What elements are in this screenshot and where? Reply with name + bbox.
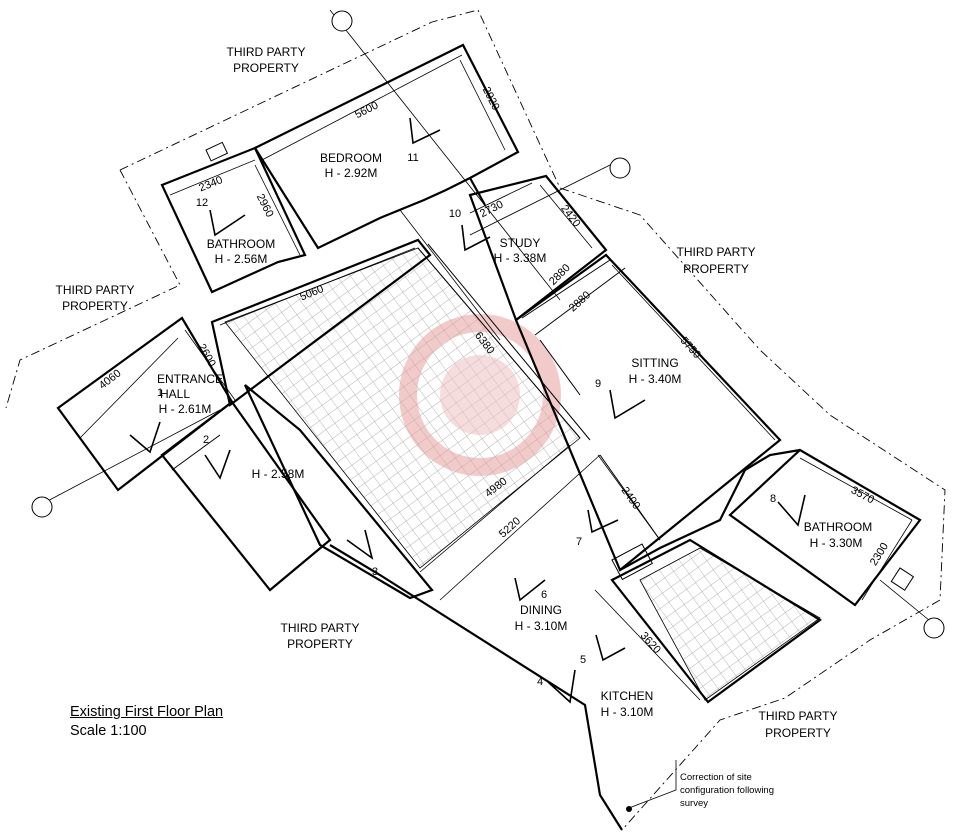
room-height: H - 2.61M: [159, 402, 212, 416]
room-height: H - 3.10M: [515, 619, 568, 633]
svg-text:2920: 2920: [480, 85, 502, 112]
svg-text:2600: 2600: [195, 342, 218, 369]
room-name: ENTRANCE: [157, 372, 223, 386]
plan-title: Existing First Floor Plan: [70, 704, 224, 720]
svg-text:PROPERTY: PROPERTY: [62, 299, 128, 313]
svg-text:PROPERTY: PROPERTY: [287, 637, 353, 651]
room-number: 6: [541, 589, 547, 601]
room-name: BATHROOM: [804, 520, 872, 534]
marker-number: 5: [580, 654, 586, 666]
room-number: 10: [449, 208, 461, 220]
view-arrows: [129, 117, 806, 704]
svg-text:PROPERTY: PROPERTY: [233, 61, 299, 75]
room-labels: BEDROOM H - 2.92M 11 BATHROOM H - 2.56M …: [157, 151, 872, 719]
room-name-2: HALL: [160, 387, 190, 401]
room-name: DINING: [520, 603, 562, 617]
svg-text:2960: 2960: [254, 192, 276, 219]
room-height: H - 2.56M: [215, 252, 268, 266]
svg-text:2880: 2880: [547, 262, 573, 288]
svg-text:2400: 2400: [619, 485, 643, 512]
svg-text:THIRD PARTY: THIRD PARTY: [227, 45, 306, 59]
room-name: SITTING: [631, 356, 678, 370]
room-name: BEDROOM: [320, 151, 382, 165]
room-name: STUDY: [500, 236, 541, 250]
svg-text:PROPERTY: PROPERTY: [683, 262, 749, 276]
svg-text:THIRD PARTY: THIRD PARTY: [281, 621, 360, 635]
room-number: 4: [537, 676, 543, 688]
marker-number: 7: [576, 536, 582, 548]
room-height: H - 3.40M: [629, 372, 682, 386]
room-height: H - 2.58M: [252, 467, 305, 481]
svg-text:2880: 2880: [567, 289, 593, 314]
svg-text:THIRD PARTY: THIRD PARTY: [56, 283, 135, 297]
room-number: 2: [203, 434, 209, 446]
room-height: H - 3.10M: [601, 705, 654, 719]
svg-text:PROPERTY: PROPERTY: [765, 726, 831, 740]
svg-text:Correction of site: Correction of site: [680, 772, 752, 783]
dimension-lines: [39, 9, 936, 701]
room-number: 12: [196, 197, 208, 209]
walls: [56, 43, 922, 831]
room-name: BATHROOM: [207, 237, 275, 251]
room-number: 11: [407, 152, 418, 164]
site-boundary-west: [5, 169, 181, 409]
svg-text:THIRD PARTY: THIRD PARTY: [677, 245, 756, 259]
marker-number: 3: [372, 566, 378, 578]
svg-text:4060: 4060: [97, 367, 124, 392]
room-height: H - 2.92M: [325, 166, 378, 180]
svg-text:3620: 3620: [638, 630, 663, 656]
watermark: [399, 314, 561, 476]
room-height: H - 3.38M: [494, 251, 547, 265]
room-height: H - 3.30M: [810, 536, 863, 550]
correction-note: Correction of site configuration followi…: [626, 760, 774, 812]
kitchen-court-hatch: [639, 547, 821, 701]
svg-text:survey: survey: [680, 798, 708, 809]
svg-text:2420: 2420: [558, 203, 583, 230]
section-markers: [31, 10, 945, 639]
svg-text:configuration following: configuration following: [680, 785, 774, 796]
svg-text:5750: 5750: [678, 335, 703, 361]
svg-text:THIRD PARTY: THIRD PARTY: [759, 709, 838, 723]
room-number: 1: [157, 387, 163, 399]
room-number: 8: [770, 493, 776, 505]
plan-title-block: Existing First Floor Plan Scale 1:100: [70, 704, 223, 739]
room-number: 9: [595, 378, 601, 390]
room-name: KITCHEN: [601, 689, 654, 703]
third-party-labels: THIRD PARTY PROPERTY THIRD PARTY PROPERT…: [56, 45, 838, 740]
svg-text:5600: 5600: [353, 99, 380, 121]
svg-text:3570: 3570: [849, 484, 876, 506]
svg-text:2340: 2340: [197, 174, 224, 194]
plan-scale: Scale 1:100: [70, 723, 147, 739]
